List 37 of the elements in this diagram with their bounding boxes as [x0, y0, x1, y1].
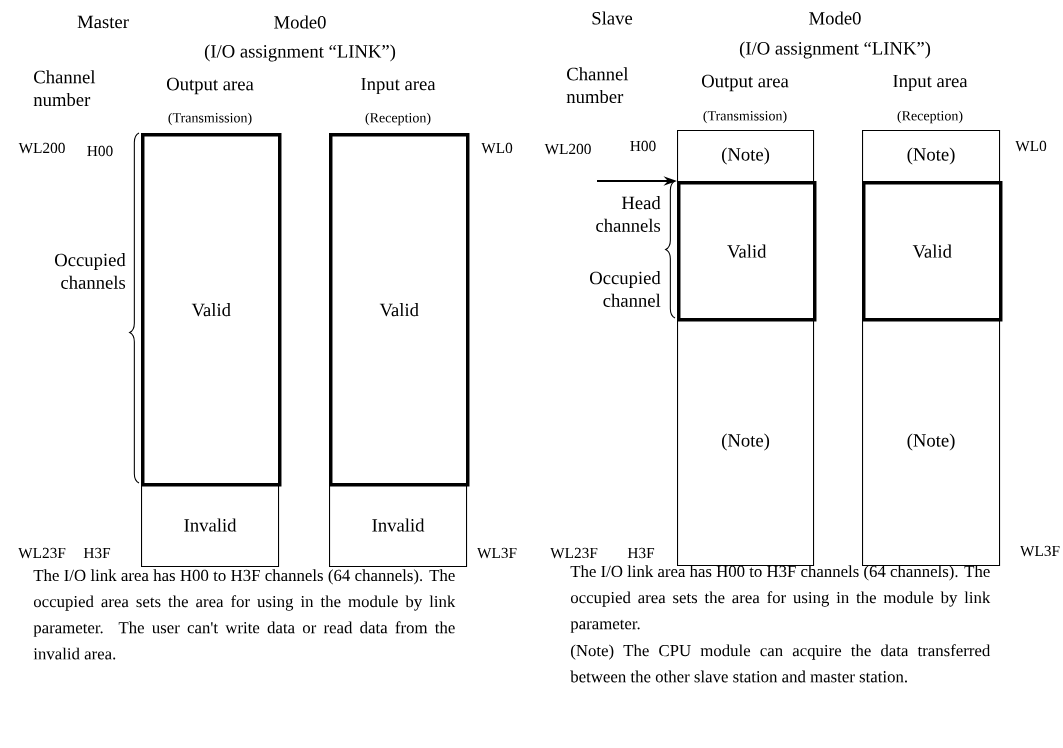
- memory-area-box: Invalid: [329, 483, 468, 568]
- brace-label: Head channels: [596, 196, 661, 232]
- memory-area-box: (Note): [677, 130, 815, 183]
- heading-text: Mode0: [274, 15, 326, 29]
- heading-text: Slave: [592, 11, 633, 25]
- column-header: Output area: [702, 74, 789, 92]
- heading-text: Mode0: [809, 11, 861, 25]
- description-text: The I/O link area has H00 to H3F channels (64 channels). The occupied area sets the area for using in the module by link parameter.: [570, 565, 991, 633]
- address-label: WL3F: [1020, 545, 1060, 557]
- column-header: Input area: [361, 77, 436, 95]
- address-label: H00: [87, 145, 113, 157]
- address-label: WL0: [1015, 140, 1047, 152]
- memory-area-box: Valid: [329, 133, 470, 487]
- memory-area-box: Valid: [862, 181, 1003, 322]
- heading-text: (I/O assignment “LINK”): [739, 41, 931, 59]
- address-label: H3F: [83, 547, 111, 559]
- address-label: WL200: [18, 142, 65, 154]
- memory-area-box: (Note): [862, 130, 1001, 183]
- address-label: H3F: [627, 547, 655, 559]
- column-header: Channel number: [33, 70, 96, 107]
- memory-area-box: Valid: [141, 133, 282, 487]
- column-header: Input area: [893, 74, 968, 92]
- memory-area-box: (Note): [862, 318, 1001, 567]
- heading-text: (I/O assignment “LINK”): [204, 44, 396, 62]
- description-text: The I/O link area has H00 to H3F channels (64 channels). The occupied area sets the area for using in the module by link parameter. The user can't write data or read data from the invalid area.: [33, 569, 456, 660]
- column-header: Channel number: [566, 67, 629, 104]
- memory-area-box: (Note): [677, 318, 815, 567]
- column-header: Output area: [167, 77, 254, 95]
- heading-text: Master: [77, 15, 129, 29]
- address-label: WL23F: [18, 547, 66, 559]
- brace-label: Occupied channel: [590, 271, 661, 307]
- address-label: WL23F: [550, 547, 598, 559]
- description-text: (Note) The CPU module can acquire the data transferred between the other slave station and master station.: [570, 644, 991, 683]
- address-label: WL200: [544, 143, 591, 155]
- memory-area-box: Valid: [677, 181, 817, 322]
- address-label: H00: [630, 140, 656, 152]
- memory-area-box: Invalid: [141, 483, 280, 568]
